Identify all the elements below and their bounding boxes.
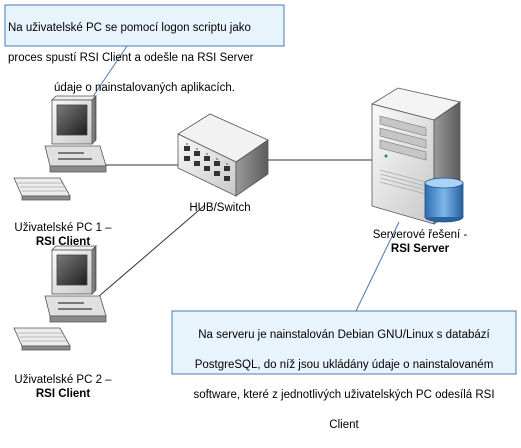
callout-top-pointer: [91, 45, 128, 99]
callout-top-box: [4, 4, 285, 47]
server-name: Serverové řešení -: [372, 229, 468, 241]
hub-switch-icon: [177, 113, 269, 197]
callout-bottom-box: [171, 310, 517, 375]
callout-top: Na uživatelské PC se pomocí logon script…: [5, 5, 284, 94]
diagram-canvas: [4, 4, 517, 375]
pc2-role: RSI Client: [35, 388, 91, 400]
network-diagram: Na uživatelské PC se pomocí logon script…: [3, 4, 517, 431]
pc1-name: Uživatelské PC 1 –: [14, 222, 112, 234]
hub-name: HUB/Switch: [189, 202, 251, 214]
callout-bottom-line-3: software, které z jednotlivých uživatels…: [193, 389, 495, 401]
pc1-computer-icon: [13, 95, 107, 201]
pc2-name: Uživatelské PC 2 –: [14, 374, 112, 386]
callout-bottom: Na serveru je nainstalován Debian GNU/Li…: [172, 311, 516, 431]
hub-label: HUB/Switch: [180, 201, 260, 215]
pc2-computer-icon: [13, 245, 107, 351]
callout-bottom-pointer: [355, 221, 400, 312]
callout-top-line-1: Na uživatelské PC se pomocí logon script…: [8, 22, 251, 34]
callout-top-line-2: proces spustí RSI Client a odešle na RSI…: [8, 52, 254, 64]
link-pc2-hub: [97, 204, 206, 298]
pc1-label: Uživatelské PC 1 – RSI Client: [3, 221, 123, 249]
callout-bottom-line-2: PostgreSQL, do níž jsou ukládány údaje o…: [194, 359, 494, 371]
callout-bottom-line-4: Client: [329, 419, 359, 431]
pc1-role: RSI Client: [35, 236, 91, 248]
pc2-label: Uživatelské PC 2 – RSI Client: [3, 373, 123, 401]
server-label: Serverové řešení - RSI Server: [365, 228, 475, 256]
database-icon: [424, 177, 464, 223]
callout-bottom-line-1: Na serveru je nainstalován Debian GNU/Li…: [198, 329, 490, 341]
callout-top-line-3: údaje o nainstalovaných aplikacích.: [54, 82, 235, 94]
server-role: RSI Server: [390, 243, 450, 255]
